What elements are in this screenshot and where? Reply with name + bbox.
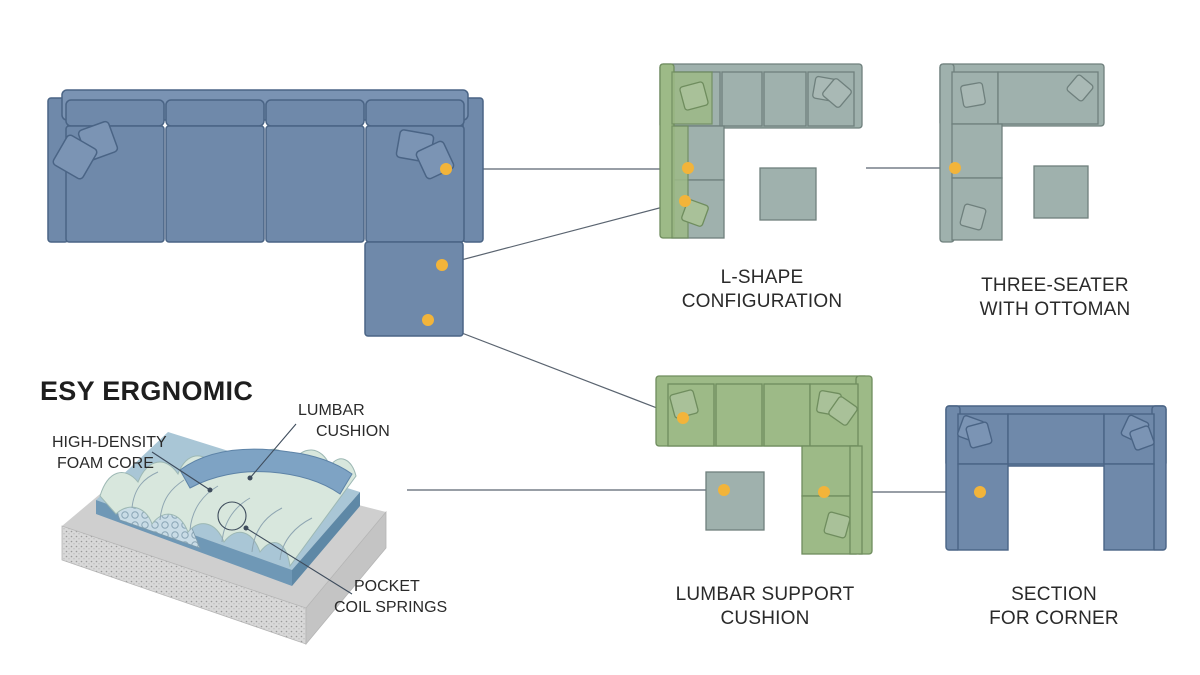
marker-dot: [718, 484, 730, 496]
main-sofa: [47, 89, 484, 337]
pillow-icon: [959, 203, 987, 231]
pillow-icon: [52, 134, 98, 180]
marker-dots: [422, 162, 986, 498]
pillow-icon: [822, 78, 852, 108]
mattress-illustration: [61, 423, 387, 646]
marker-dot: [974, 486, 986, 498]
pillow-icon: [1066, 74, 1094, 102]
ergonomic-title: ESY ERGNOMIC: [40, 376, 254, 406]
label-section-corner: SECTION FOR CORNER: [989, 584, 1119, 629]
connector-line: [441, 200, 687, 266]
label-foam-core: HIGH-DENSITY FOAM CORE: [52, 434, 167, 472]
pillow-icon: [1129, 425, 1155, 451]
pillow-icon: [828, 396, 858, 426]
marker-dot: [677, 412, 689, 424]
marker-dot: [440, 163, 452, 175]
ottoman: [705, 471, 765, 531]
three-seater-sofa: [939, 63, 1105, 243]
marker-dot: [679, 195, 691, 207]
connector-line: [427, 319, 684, 419]
lumbar-support-sofa: [655, 375, 873, 555]
marker-dot: [436, 259, 448, 271]
pillow-icon: [681, 199, 709, 227]
pillow-icon: [965, 421, 993, 449]
label-lumbar-cushion: LUMBAR CUSHION: [298, 402, 390, 440]
marker-dot: [422, 314, 434, 326]
pillow-icon: [960, 82, 986, 108]
pillow-icon: [823, 511, 851, 539]
label-l-shape: L-SHAPE CONFIGURATION: [681, 267, 843, 312]
label-pocket-springs: POCKET COIL SPRINGS: [334, 578, 448, 616]
ottoman: [759, 167, 817, 221]
ottoman: [1033, 165, 1089, 219]
l-shape-sofa: [659, 63, 863, 239]
marker-dot: [949, 162, 961, 174]
pillow-icon: [679, 81, 709, 111]
callout-lines: [151, 423, 353, 595]
label-three-seater: THREE-SEATER WITH OTTOMAN: [979, 275, 1131, 320]
label-lumbar-support: LUMBAR SUPPORT CUSHION: [675, 584, 855, 629]
marker-dot: [682, 162, 694, 174]
marker-dot: [818, 486, 830, 498]
section-corner-sofa: [945, 405, 1167, 551]
